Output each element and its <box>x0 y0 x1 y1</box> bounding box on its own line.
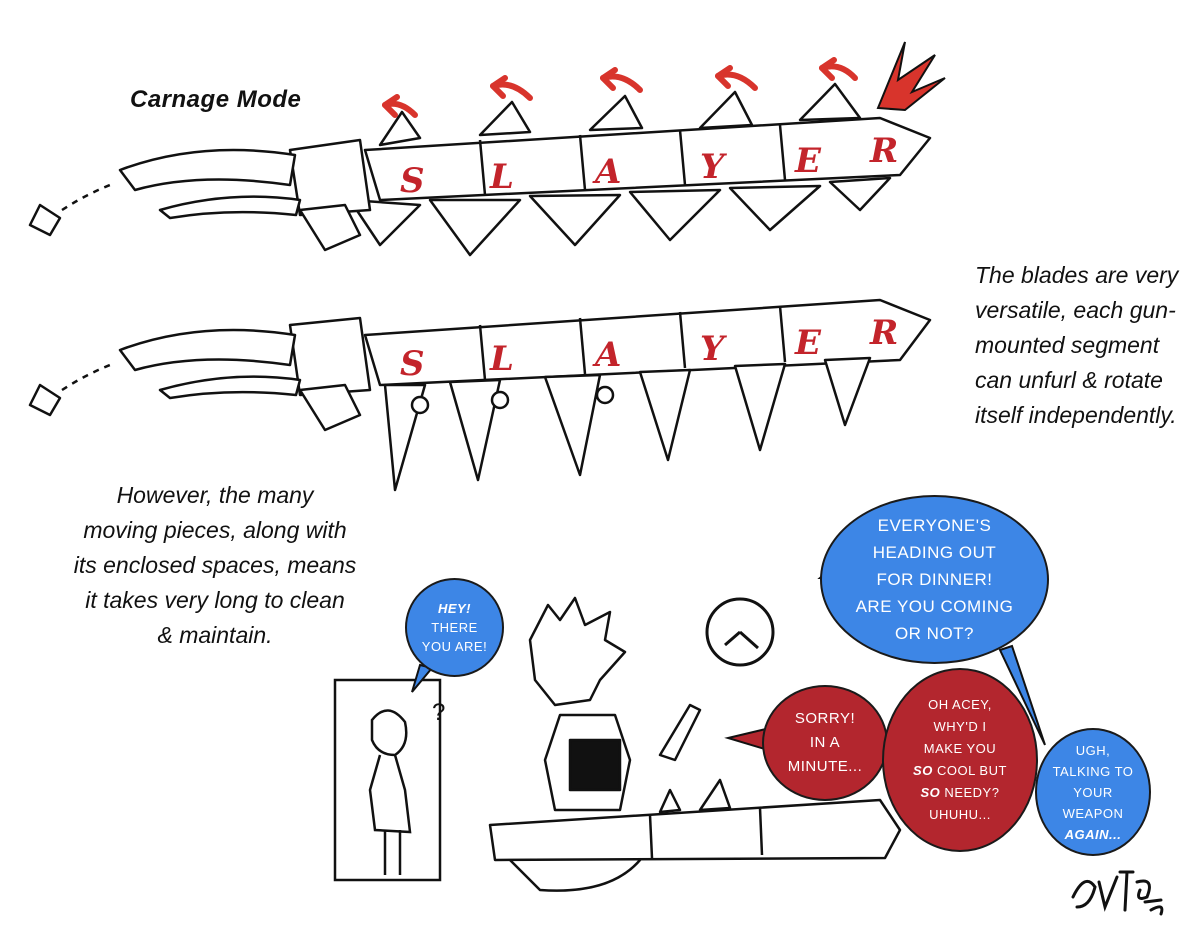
blade-letter: Y <box>700 329 727 369</box>
page-title: Carnage Mode <box>130 86 302 113</box>
note-line: can unfurl & rotate <box>975 367 1163 393</box>
bubble-line: talking to <box>1052 763 1134 779</box>
bubble-line: So needy? <box>921 782 1000 804</box>
sword-on-lap <box>488 778 902 862</box>
note-right: The blades are very versatile, each gun-… <box>975 258 1190 433</box>
bubble-line: make you <box>923 741 997 756</box>
blade-letter: E <box>794 323 822 363</box>
bubble-line: your <box>1073 784 1113 800</box>
bubble-line: weapon <box>1062 805 1124 821</box>
sword-carnage-top <box>28 82 932 257</box>
sword-letters-top: S L A Y E R <box>400 131 898 201</box>
bubble-line: minute... <box>787 758 863 775</box>
bubble-line: So cool but <box>913 760 1007 782</box>
blade-letter: R <box>869 131 898 171</box>
artist-signature <box>1071 870 1164 916</box>
sword-letters-unfurled: S L A Y E R <box>400 313 898 384</box>
emphasis: So <box>920 785 941 800</box>
speech-bubble-ugh: Ugh, talking to your weapon again... <box>1035 728 1151 856</box>
blade-letter: S <box>400 344 425 384</box>
bubble-fragment: cool but <box>932 763 1007 778</box>
bubble-line: or not? <box>894 624 975 643</box>
bubble-line: why'd I <box>933 719 987 734</box>
bubble-line: Are you coming <box>855 597 1014 616</box>
bubble-fragment: needy? <box>940 785 1000 800</box>
note-line: moving pieces, along with <box>83 517 347 543</box>
bubble-line: for dinner! <box>876 570 993 589</box>
speech-bubble-sorry: Sorry! In a minute... <box>762 685 888 801</box>
blade-letter: R <box>869 313 898 353</box>
question-mark: ? <box>432 699 445 726</box>
bubble-line: heading out <box>872 543 997 562</box>
emphasis: So <box>913 763 933 778</box>
blade-letter: S <box>400 161 425 201</box>
bubble-line: Uhuhu... <box>929 807 991 822</box>
speech-bubble-acey: Oh Acey, why'd I make you So cool but So… <box>882 668 1038 852</box>
blade-letter: A <box>592 335 621 375</box>
note-line: & maintain. <box>157 622 273 648</box>
blade-letter: Y <box>700 147 727 187</box>
note-line: itself independently. <box>975 402 1177 428</box>
note-left: However, the many moving pieces, along w… <box>70 478 360 653</box>
note-line: it takes very long to clean <box>85 587 345 613</box>
doorway <box>333 678 442 882</box>
blade-letter: L <box>489 157 514 197</box>
bubble-line: In a <box>809 734 841 751</box>
note-line: However, the many <box>116 482 314 508</box>
bubble-line: again... <box>1064 826 1122 842</box>
bubble-line: Oh Acey, <box>928 697 992 712</box>
clock-icon <box>705 597 775 667</box>
bubble-line: Everyone's <box>877 516 992 535</box>
note-line: its enclosed spaces, means <box>73 552 357 578</box>
impact-burst <box>876 41 946 112</box>
bubble-tail <box>998 644 1046 746</box>
blade-letter: E <box>794 141 822 181</box>
bubble-line: Hey! <box>437 601 472 616</box>
sword-unfurled <box>28 298 932 492</box>
motion-arrows <box>382 57 858 118</box>
bubble-line: Sorry! <box>794 710 856 727</box>
speech-bubble-hey: Hey! There you are! <box>405 578 504 677</box>
blade-letter: A <box>592 152 621 192</box>
note-line: The blades are very <box>975 262 1179 288</box>
blade-letter: L <box>489 339 514 379</box>
bubble-line: you are! <box>421 639 488 654</box>
speech-bubble-everyone: Everyone's heading out for dinner! Are y… <box>820 495 1049 664</box>
note-line: mounted segment <box>975 332 1160 358</box>
bubble-line: Ugh, <box>1075 742 1111 758</box>
bubble-line: There <box>431 620 478 635</box>
note-line: versatile, each gun- <box>975 297 1176 323</box>
